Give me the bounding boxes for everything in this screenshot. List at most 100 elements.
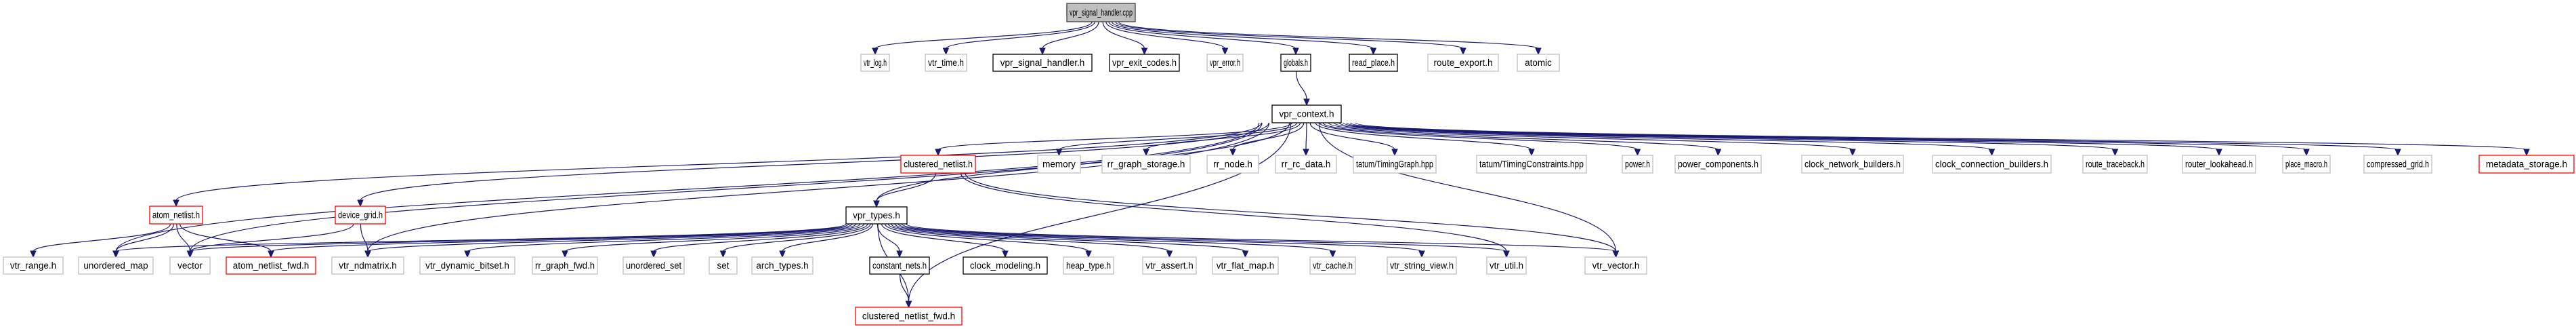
node-box[interactable] [2363, 155, 2432, 174]
node-route-export[interactable]: route_export.h [1427, 54, 1499, 72]
node-place-macro[interactable]: place_macro.h [2282, 155, 2331, 174]
node-atom-netlist[interactable]: atom_netlist.h [149, 206, 203, 225]
node-vpr-types[interactable]: vpr_types.h [845, 206, 908, 225]
node-unordered-map[interactable]: unordered_map [78, 256, 154, 275]
node-vtr-dynamic-bitset[interactable]: vtr_dynamic_bitset.h [419, 256, 515, 275]
node-vpr-error[interactable]: vpr_error.h [1206, 54, 1244, 72]
node-clock-modeling[interactable]: clock_modeling.h [963, 256, 1048, 275]
node-box[interactable] [900, 155, 976, 174]
node-unordered-set[interactable]: unordered_set [622, 256, 685, 275]
node-box[interactable] [1622, 155, 1653, 174]
node-box[interactable] [622, 256, 685, 275]
node-rr-node[interactable]: rr_node.h [1206, 155, 1259, 174]
node-vector[interactable]: vector [169, 256, 211, 275]
node-box[interactable] [331, 256, 404, 275]
node-box[interactable] [1427, 54, 1499, 72]
node-arch-types[interactable]: arch_types.h [751, 256, 814, 275]
node-vpr-context[interactable]: vpr_context.h [1271, 104, 1342, 123]
node-box[interactable] [1486, 256, 1527, 275]
node-box[interactable] [855, 307, 963, 326]
node-box[interactable] [3, 256, 64, 275]
node-vtr-log[interactable]: vtr_log.h [860, 54, 890, 72]
node-timing-constraints[interactable]: tatum/TimingConstraints.hpp [1476, 155, 1587, 174]
node-box[interactable] [963, 256, 1048, 275]
node-box[interactable] [845, 206, 908, 225]
node-read-place[interactable]: read_place.h [1349, 54, 1398, 72]
node-router-lookahead[interactable]: router_lookahead.h [2182, 155, 2256, 174]
node-box[interactable] [1142, 256, 1197, 275]
node-box[interactable] [532, 256, 598, 275]
node-power[interactable]: power.h [1622, 155, 1653, 174]
node-box[interactable] [169, 256, 211, 275]
node-box[interactable] [1584, 256, 1647, 275]
node-box[interactable] [1101, 155, 1191, 174]
node-box[interactable] [1353, 155, 1437, 174]
node-power-components[interactable]: power_components.h [1674, 155, 1762, 174]
node-vtr-string-view[interactable]: vtr_string_view.h [1387, 256, 1457, 275]
node-box[interactable] [1206, 54, 1244, 72]
node-box[interactable] [1063, 256, 1114, 275]
node-box[interactable] [1066, 3, 1136, 22]
node-box[interactable] [751, 256, 814, 275]
node-heap-type[interactable]: heap_type.h [1063, 256, 1114, 275]
node-box[interactable] [2082, 155, 2148, 174]
node-box[interactable] [1801, 155, 1904, 174]
node-device-grid[interactable]: device_grid.h [335, 206, 386, 225]
node-constant-nets[interactable]: constant_nets.h [869, 256, 930, 275]
node-box[interactable] [335, 206, 386, 225]
node-box[interactable] [992, 54, 1093, 72]
node-box[interactable] [1037, 155, 1081, 174]
node-box[interactable] [925, 54, 967, 72]
node-vtr-util[interactable]: vtr_util.h [1486, 256, 1527, 275]
node-clustered-netlist-fwd[interactable]: clustered_netlist_fwd.h [855, 307, 963, 326]
node-vpr-exit-codes[interactable]: vpr_exit_codes.h [1109, 54, 1180, 72]
node-clock-connection-builders[interactable]: clock_connection_builders.h [1932, 155, 2052, 174]
node-box[interactable] [869, 256, 930, 275]
node-root[interactable]: vpr_signal_handler.cpp [1066, 3, 1136, 22]
node-timing-graph[interactable]: tatum/TimingGraph.hpp [1353, 155, 1437, 174]
node-clustered-netlist[interactable]: clustered_netlist.h [900, 155, 976, 174]
node-compressed-grid[interactable]: compressed_grid.h [2363, 155, 2432, 174]
node-box[interactable] [1932, 155, 2052, 174]
node-rr-rc-data[interactable]: rr_rc_data.h [1275, 155, 1337, 174]
node-box[interactable] [860, 54, 890, 72]
node-vtr-vector[interactable]: vtr_vector.h [1584, 256, 1647, 275]
node-box[interactable] [419, 256, 515, 275]
node-box[interactable] [1280, 54, 1311, 72]
node-rr-graph-fwd[interactable]: rr_graph_fwd.h [532, 256, 598, 275]
node-rr-graph-storage[interactable]: rr_graph_storage.h [1101, 155, 1191, 174]
node-box[interactable] [1271, 104, 1342, 123]
node-route-traceback[interactable]: route_traceback.h [2082, 155, 2148, 174]
node-atomic[interactable]: atomic [1517, 54, 1560, 72]
node-box[interactable] [709, 256, 738, 275]
node-box[interactable] [78, 256, 154, 275]
node-memory[interactable]: memory [1037, 155, 1081, 174]
node-vtr-time[interactable]: vtr_time.h [925, 54, 967, 72]
node-box[interactable] [1309, 256, 1356, 275]
node-vpr-signal-handler-h[interactable]: vpr_signal_handler.h [992, 54, 1093, 72]
node-box[interactable] [2478, 155, 2575, 174]
node-box[interactable] [1476, 155, 1587, 174]
node-box[interactable] [1674, 155, 1762, 174]
node-box[interactable] [149, 206, 203, 225]
node-box[interactable] [2282, 155, 2331, 174]
node-box[interactable] [1206, 155, 1259, 174]
node-atom-netlist-fwd[interactable]: atom_netlist_fwd.h [226, 256, 316, 275]
node-box[interactable] [1109, 54, 1180, 72]
node-box[interactable] [1212, 256, 1279, 275]
node-vtr-assert[interactable]: vtr_assert.h [1142, 256, 1197, 275]
node-globals[interactable]: globals.h [1280, 54, 1311, 72]
node-vtr-cache[interactable]: vtr_cache.h [1309, 256, 1356, 275]
node-vtr-range[interactable]: vtr_range.h [3, 256, 64, 275]
node-box[interactable] [1517, 54, 1560, 72]
node-vtr-flat-map[interactable]: vtr_flat_map.h [1212, 256, 1279, 275]
node-box[interactable] [226, 256, 316, 275]
node-clock-network-builders[interactable]: clock_network_builders.h [1801, 155, 1904, 174]
node-box[interactable] [1387, 256, 1457, 275]
node-box[interactable] [1349, 54, 1398, 72]
node-vtr-ndmatrix[interactable]: vtr_ndmatrix.h [331, 256, 404, 275]
node-metadata-storage[interactable]: metadata_storage.h [2478, 155, 2575, 174]
node-box[interactable] [1275, 155, 1337, 174]
node-set[interactable]: set [709, 256, 738, 275]
node-box[interactable] [2182, 155, 2256, 174]
